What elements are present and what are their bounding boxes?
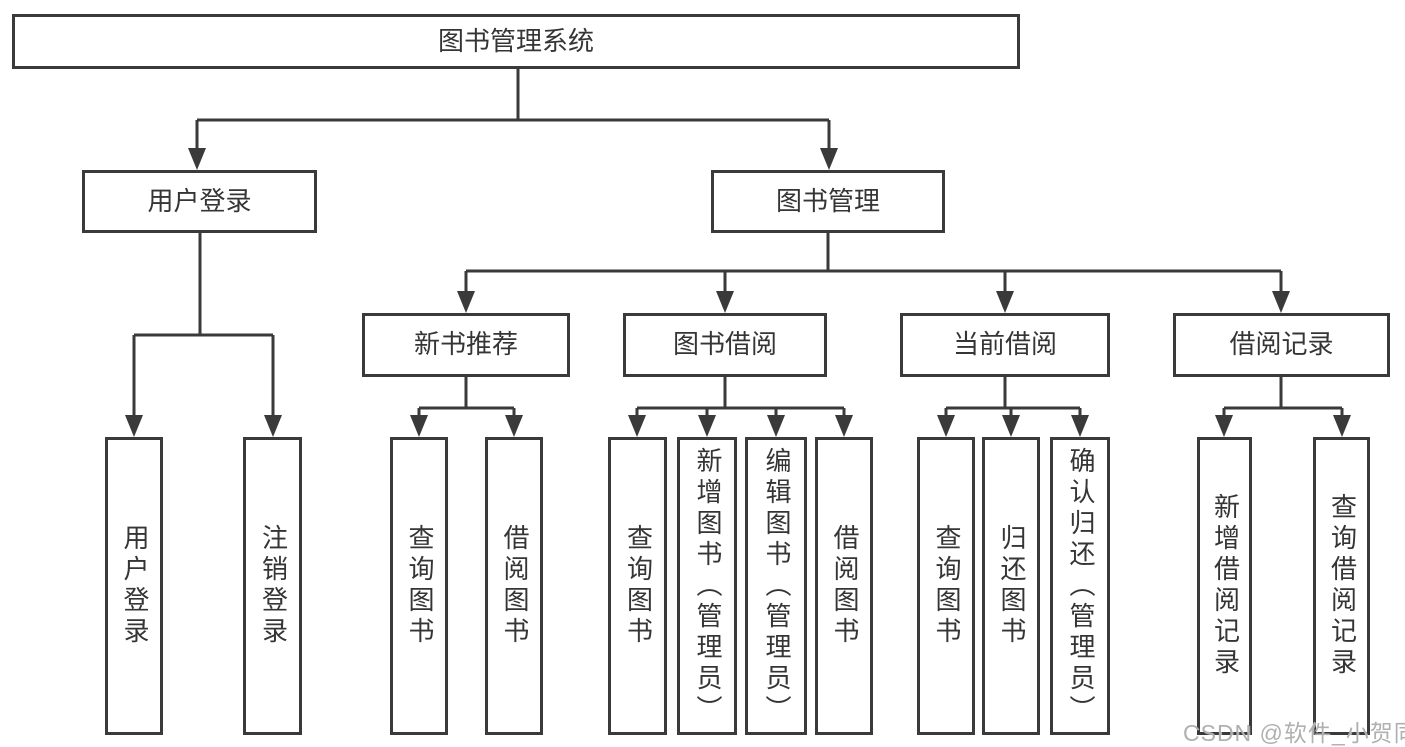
node-user-login: 用户登录: [82, 170, 317, 233]
leaf-query-borrow-record: 查询借阅记录: [1313, 437, 1370, 735]
node-new-book-recommend: 新书推荐: [362, 313, 570, 377]
node-book-management: 图书管理: [711, 170, 945, 233]
node-borrow-records: 借阅记录: [1173, 313, 1390, 377]
leaf-return-books: 归还图书: [982, 437, 1040, 735]
leaf-recommend-borrow-books: 借阅图书: [485, 437, 543, 735]
node-root: 图书管理系统: [12, 14, 1020, 69]
leaf-logout: 注销登录: [243, 437, 302, 735]
leaf-add-borrow-record: 新增借阅记录: [1197, 437, 1252, 735]
node-current-borrow: 当前借阅: [900, 313, 1110, 377]
arrowheads: [125, 148, 1351, 437]
leaf-borrow-books: 借阅图书: [815, 437, 873, 735]
leaf-user-login: 用户登录: [105, 437, 163, 735]
node-book-borrow: 图书借阅: [623, 313, 827, 377]
leaf-confirm-return-admin: 确认归还（管理员）: [1050, 437, 1110, 735]
leaf-borrow-query-books: 查询图书: [608, 437, 667, 735]
leaf-recommend-query-books: 查询图书: [390, 437, 448, 735]
leaf-current-query-books: 查询图书: [917, 437, 975, 735]
leaf-edit-books-admin: 编辑图书（管理员）: [745, 437, 807, 735]
watermark: CSDN @软件_小贺同学: [1183, 720, 1405, 746]
leaf-add-books-admin: 新增图书（管理员）: [677, 437, 737, 735]
